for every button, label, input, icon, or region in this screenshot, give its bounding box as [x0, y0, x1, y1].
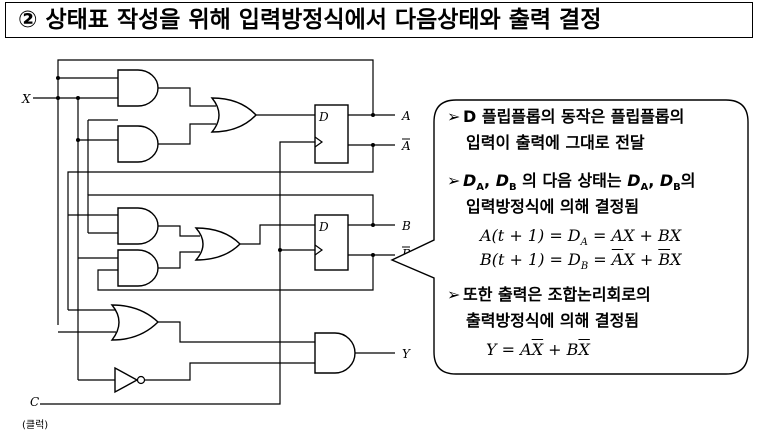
- bullet-1-line-1: ➢D 플립플롭의 동작은 플립플롭의: [447, 107, 685, 126]
- bullet-1-line-2: 입력이 출력에 그대로 전달: [466, 133, 645, 152]
- ff-b-d-label: D: [318, 220, 329, 234]
- ff-a-d-label: D: [318, 110, 329, 124]
- flipflop-b: [314, 214, 349, 271]
- flipflop-a: [314, 104, 349, 164]
- output-b-label: B: [401, 219, 411, 233]
- and-gate-1: [117, 69, 159, 107]
- and-gate-y: [314, 332, 356, 374]
- or-gate-2: [194, 227, 241, 261]
- input-c-label: C: [30, 395, 39, 409]
- title-box: ② 상태표 작성을 위해 입력방정식에서 다음상태와 출력 결정: [5, 2, 753, 38]
- output-a-bar-label: A: [401, 139, 411, 153]
- equation-a: A(t + 1) = DA = AX + BX: [480, 226, 682, 249]
- bullet-2-line-1: ➢DA, DB 의 다음 상태는 DA, DB의: [447, 171, 696, 194]
- bullet-2-line-2: 입력방정식에 의해 결정됨: [466, 197, 640, 216]
- and-gate-3: [117, 207, 159, 245]
- and-gate-4: [117, 249, 159, 287]
- page-title: ② 상태표 작성을 위해 입력방정식에서 다음상태와 출력 결정: [18, 7, 602, 33]
- input-x-label: X: [21, 92, 31, 106]
- bullet-3-line-1: ➢또한 출력은 조합논리회로의: [447, 285, 651, 304]
- output-y-label: Y: [402, 347, 411, 361]
- clock-note: (클럭): [22, 419, 48, 431]
- bullet-3-line-2: 출력방정식에 의해 결정됨: [466, 311, 640, 330]
- or-gate-1: [210, 97, 257, 133]
- or-gate-3: [110, 304, 160, 341]
- and-gate-2: [117, 125, 159, 163]
- output-a-label: A: [401, 109, 411, 123]
- equation-b: B(t + 1) = DB = AX + BX: [480, 250, 682, 273]
- equation-y: Y = AX + BX: [486, 340, 590, 359]
- not-gate: [114, 366, 139, 394]
